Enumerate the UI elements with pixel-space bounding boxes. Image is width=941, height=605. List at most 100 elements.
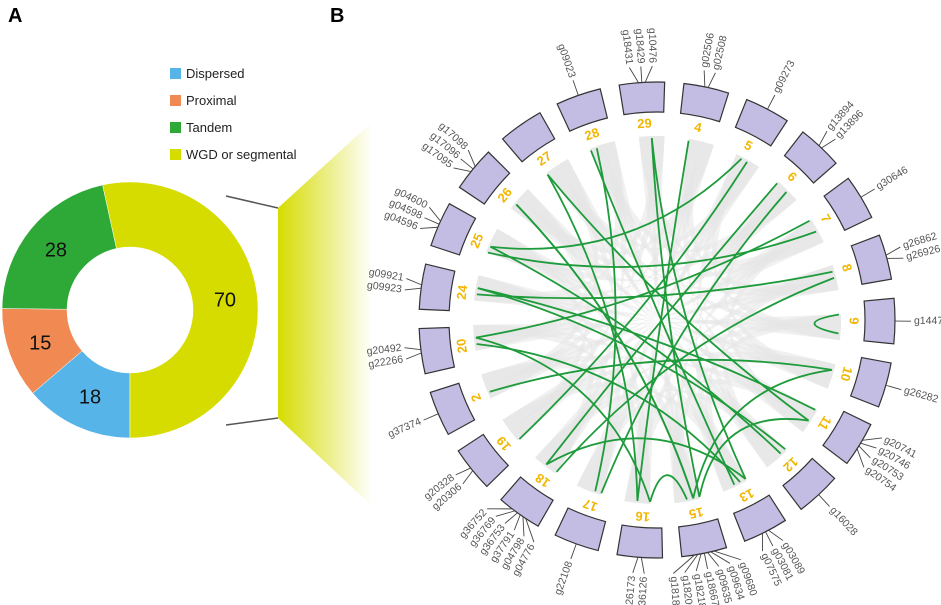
legend-label-wgd: WGD or segmental <box>186 147 297 162</box>
gene-tick <box>644 65 653 83</box>
chromosome-label-2: 2 <box>468 391 485 404</box>
chromosome-label-8: 8 <box>839 262 855 273</box>
duplication-link <box>475 219 810 339</box>
gene-label: g14473 <box>914 315 941 327</box>
gene-tick <box>703 553 708 570</box>
synteny-band <box>485 159 599 399</box>
synteny-band <box>638 136 688 504</box>
synteny-band <box>590 144 736 492</box>
gene-tick <box>525 518 535 543</box>
synteny-band <box>491 228 818 422</box>
synteny-band <box>590 144 824 267</box>
chromosome-label-15: 15 <box>688 504 705 522</box>
duplication-link <box>698 418 809 498</box>
gene-label: g22108 <box>552 560 575 597</box>
chromosome-17 <box>554 507 607 552</box>
duplication-link <box>650 138 701 498</box>
synteny-band <box>502 219 818 431</box>
legend-label-proximal: Proximal <box>186 93 237 108</box>
legend-swatch-dispersed <box>170 68 181 79</box>
gene-label: g09921 <box>368 266 405 284</box>
legend-swatch-wgd <box>170 149 181 160</box>
gene-tick <box>703 70 706 87</box>
chromosome-label-20: 20 <box>453 338 470 354</box>
chromosome-label-28: 28 <box>583 125 602 144</box>
synteny-band <box>486 240 833 389</box>
connector-line-bottom <box>225 417 279 426</box>
donut-value-proximal: 15 <box>29 333 51 355</box>
gene-tick <box>404 347 421 351</box>
duplication-link <box>515 203 695 499</box>
duplication-link <box>489 245 782 455</box>
gene-tick <box>818 494 830 507</box>
gene-tick <box>640 557 645 574</box>
chromosome-13 <box>732 494 787 543</box>
gene-tick <box>885 246 901 256</box>
chromosome-2 <box>429 382 476 436</box>
wgd-connector <box>225 122 372 506</box>
connector-line-top <box>225 195 279 209</box>
donut-value-wgd: 70 <box>214 290 236 312</box>
synteny-band <box>638 136 839 295</box>
panel-label-b: B <box>330 5 344 27</box>
gene-tick <box>818 131 828 146</box>
gene-tick <box>707 552 720 567</box>
chromosome-5 <box>734 98 788 147</box>
gene-tick <box>429 207 441 222</box>
gene-tick <box>862 437 883 441</box>
duplication-link <box>476 343 741 483</box>
gene-tick <box>885 384 902 391</box>
legend-swatch-tandem <box>170 122 181 133</box>
gene-tick <box>405 352 422 360</box>
gene-tick <box>628 67 639 83</box>
duplication-link <box>545 182 778 465</box>
duplication-link <box>650 137 747 480</box>
gene-label: g16028 <box>827 504 860 538</box>
chromosome-10 <box>849 356 892 408</box>
gene-label: g18431 <box>619 29 635 65</box>
gene-tick <box>420 226 438 229</box>
chromosome-label-5: 5 <box>742 137 755 154</box>
chromosome-label-10: 10 <box>837 365 855 383</box>
gene-tick <box>707 72 716 88</box>
gene-label: g18188 <box>668 576 682 605</box>
chromosome-label-25: 25 <box>467 231 487 250</box>
chromosome-label-6: 6 <box>784 169 800 185</box>
gene-label: g26282 <box>903 384 940 405</box>
chromosome-label-19: 19 <box>493 433 514 454</box>
synteny-band <box>509 190 797 441</box>
synteny-band <box>474 287 841 341</box>
chromosome-27 <box>501 111 556 163</box>
synteny-band <box>637 136 665 504</box>
chromosome-4 <box>679 82 730 123</box>
chromosome-8 <box>850 234 893 285</box>
chromosome-label-18: 18 <box>532 470 552 491</box>
gene-label: g18218 <box>691 573 708 605</box>
gene-label: g10476 <box>646 28 659 63</box>
gene-tick <box>455 467 471 476</box>
chromosome-label-9: 9 <box>847 317 862 324</box>
gene-tick <box>860 188 875 198</box>
gene-tick <box>713 550 741 561</box>
chromosome-label-29: 29 <box>637 115 652 131</box>
gene-tick <box>423 413 439 421</box>
gene-tick <box>768 529 784 541</box>
gene-label: g18429 <box>633 28 647 64</box>
synteny-band <box>502 382 747 487</box>
synteny-band <box>486 141 714 271</box>
gene-tick <box>513 514 521 531</box>
donut-slice-tandem <box>1 184 117 310</box>
chromosome-label-17: 17 <box>581 496 600 515</box>
synteny-band <box>724 181 811 433</box>
chromosome-label-4: 4 <box>693 119 704 135</box>
synteny-band <box>588 141 714 496</box>
gene-tick <box>404 287 422 291</box>
chromosome-label-26: 26 <box>494 185 515 206</box>
panel-label-a: A <box>8 5 22 27</box>
duplication-links <box>475 137 840 503</box>
gene-tick <box>673 554 695 574</box>
synteny-band <box>473 324 787 460</box>
